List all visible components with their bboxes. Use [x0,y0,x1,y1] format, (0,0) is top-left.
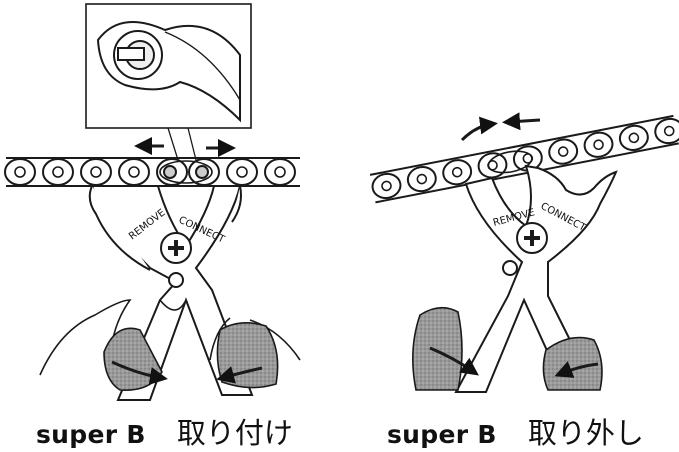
left-illustration [5,4,300,400]
caption-action: 取り付け [177,416,293,450]
caption-install: super B 取り付け [36,410,293,446]
caption-remove: super B 取り外し [387,410,644,446]
arrow-left-icon [508,120,540,122]
caption-action: 取り外し [528,416,644,450]
right-illustration [370,115,679,392]
caption-brand: super B [387,420,497,449]
zoom-inset [86,4,251,128]
bike-chain-right [370,115,679,203]
glove-right-a [413,308,462,390]
curved-arrow-icon [462,124,492,140]
caption-brand: super B [36,420,146,449]
bike-chain-left [5,158,300,186]
